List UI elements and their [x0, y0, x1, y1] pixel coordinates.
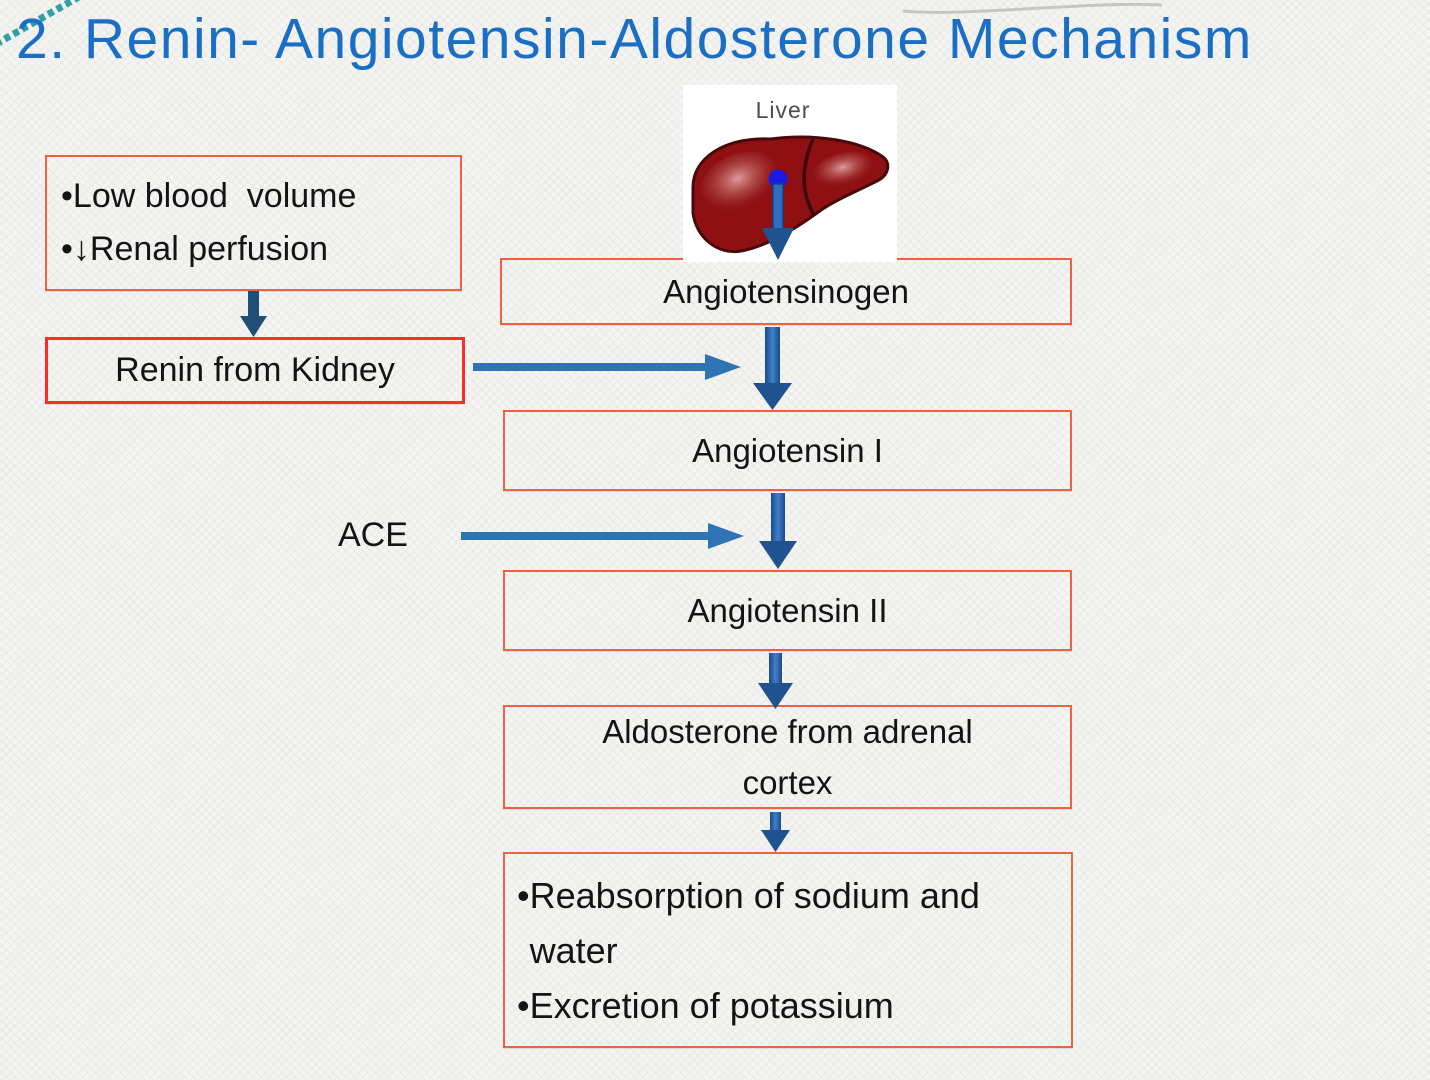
aldosterone-line2: cortex: [742, 764, 833, 801]
renin-label: Renin from Kidney: [115, 351, 395, 389]
flow-box-renin: Renin from Kidney: [45, 337, 465, 404]
arrow-ace-to-pathway-icon: [461, 523, 744, 549]
flow-box-effects: • Reabsorption of sodium and water • Exc…: [503, 852, 1073, 1048]
stimulus-item-text: Low blood volume: [72, 177, 357, 215]
bullet-icon: •: [517, 874, 530, 916]
liver-illustration-icon: [691, 135, 890, 254]
flow-box-stimulus: • Low blood volume • ↓Renal perfusion: [45, 155, 462, 291]
slide-title: 2. Renin- Angiotensin-Aldosterone Mechan…: [16, 7, 1253, 71]
liver-label: Liver: [755, 97, 811, 123]
arrow-angiotensin-ii-to-aldosterone-icon: [758, 653, 793, 709]
liver-image: Liver: [683, 85, 897, 262]
angiotensinogen-label: Angiotensinogen: [663, 272, 909, 310]
effects-item-text: Excretion of potassium: [529, 984, 894, 1026]
arrow-angiotensinogen-to-angiotensin-i-icon: [753, 327, 792, 410]
arrow-angiotensin-i-to-ii-icon: [759, 493, 797, 569]
flow-box-angiotensinogen: Angiotensinogen: [500, 258, 1072, 325]
flow-box-angiotensin-ii: Angiotensin II: [503, 570, 1072, 651]
arrow-stimulus-to-renin-icon: [240, 291, 267, 337]
arrow-renin-to-pathway-icon: [473, 354, 741, 380]
liver-highlight: [700, 151, 778, 211]
bullet-icon: •: [517, 984, 530, 1026]
stimulus-item: • ↓Renal perfusion: [61, 223, 328, 276]
liver-highlight: [813, 151, 873, 187]
stimulus-item-text: ↓Renal perfusion: [72, 230, 329, 268]
effects-item-text: Reabsorption of sodium and water: [529, 874, 990, 971]
effects-item: • Reabsorption of sodium and water: [517, 868, 1057, 978]
effects-item: • Excretion of potassium: [517, 978, 894, 1033]
angiotensin-ii-label: Angiotensin II: [687, 591, 888, 629]
flow-box-aldosterone: Aldosterone from adrenal cortex: [503, 705, 1072, 809]
arrow-aldosterone-to-effects-icon: [761, 812, 790, 852]
ace-label: ACE: [338, 516, 408, 554]
aldosterone-line1: Aldosterone from adrenal: [602, 713, 973, 750]
liver-fissure: [802, 138, 816, 216]
angiotensin-i-label: Angiotensin I: [692, 431, 883, 469]
flow-box-angiotensin-i: Angiotensin I: [503, 410, 1072, 491]
stimulus-item: • Low blood volume: [61, 170, 356, 223]
bullet-icon: •: [61, 177, 73, 215]
bullet-icon: •: [61, 230, 73, 268]
